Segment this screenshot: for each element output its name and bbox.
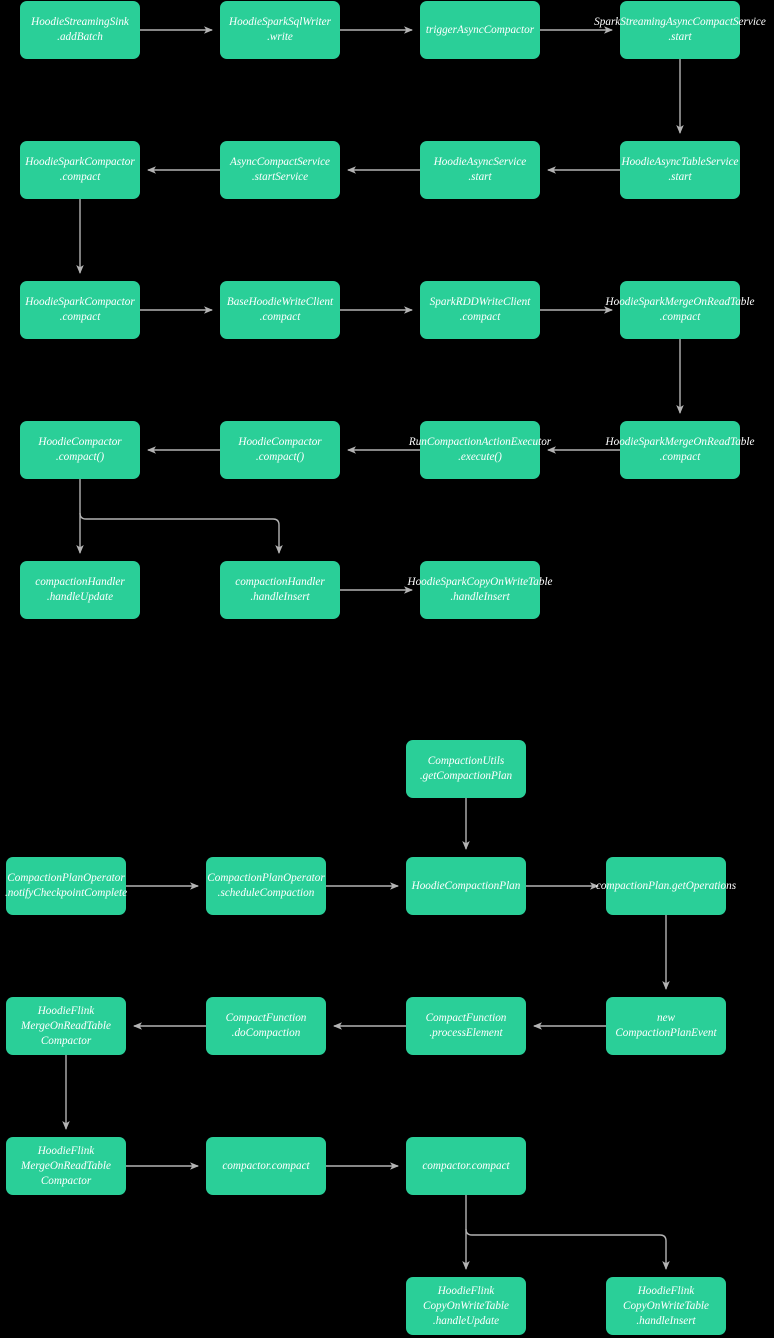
node-compactor-compact-a[interactable]: compactor.compact [206,1137,326,1195]
node-hoodie-async-table-service-start[interactable]: HoodieAsyncTableService .start [620,141,740,199]
node-label: compactor.compact [222,1159,310,1172]
node-hoodie-compactor-compact-a[interactable]: HoodieCompactor .compact() [20,421,140,479]
node-label: triggerAsyncCompactor [425,23,535,36]
node-label: BaseHoodieWriteClient .compact [226,296,334,323]
node-label: HoodieSparkSqlWriter .write [229,16,331,43]
node-hoodie-spark-copy-on-write-table-handle-insert[interactable]: HoodieSparkCopyOnWriteTable .handleInser… [408,561,553,619]
node-label: SparkRDDWriteClient .compact [429,296,531,323]
node-label: HoodieStreamingSink .addBatch [31,16,129,43]
node-hoodie-spark-compactor-compact-a[interactable]: HoodieSparkCompactor .compact [20,141,140,199]
node-label: HoodieFlink MergeOnReadTable Compactor [21,1004,111,1047]
node-label: compactionHandler .handleInsert [235,576,325,603]
node-label: HoodieSparkCompactor .compact [25,296,135,323]
node-label: compactor.compact [422,1159,510,1172]
node-hoodie-spark-merge-on-read-table-compact-b[interactable]: HoodieSparkMergeOnReadTable .compact [606,421,754,479]
node-base-hoodie-write-client-compact[interactable]: BaseHoodieWriteClient .compact [220,281,340,339]
node-label: HoodieSparkMergeOnReadTable .compact [605,436,755,463]
node-compaction-utils-get-compaction-plan[interactable]: CompactionUtils .getCompactionPlan [406,740,526,798]
node-hoodie-spark-compactor-compact-b[interactable]: HoodieSparkCompactor .compact [20,281,140,339]
node-label: CompactFunction .doCompaction [225,1012,307,1039]
node-hoodie-streaming-sink-add-batch[interactable]: HoodieStreamingSink .addBatch [20,1,140,59]
node-label: HoodieCompactor .compact() [38,436,122,463]
node-label: HoodieCompactionPlan [411,879,521,892]
node-label: CompactionPlanOperator .scheduleCompacti… [207,872,325,899]
node-label: HoodieFlink CopyOnWriteTable .handleInse… [623,1284,709,1327]
node-compaction-plan-operator-notify-checkpoint-complete[interactable]: CompactionPlanOperator .notifyCheckpoint… [4,857,128,915]
node-label: HoodieAsyncTableService .start [621,156,739,183]
node-spark-streaming-async-compact-service-start[interactable]: SparkStreamingAsyncCompactService .start [594,1,766,59]
node-new-compaction-plan-event[interactable]: new CompactionPlanEvent [606,997,726,1055]
node-async-compact-service-start-service[interactable]: AsyncCompactService .startService [220,141,340,199]
node-label: HoodieCompactor .compact() [238,436,322,463]
node-hoodie-spark-merge-on-read-table-compact-a[interactable]: HoodieSparkMergeOnReadTable .compact [606,281,754,339]
node-label: AsyncCompactService .startService [229,156,331,183]
node-label: HoodieFlink MergeOnReadTable Compactor [21,1144,111,1187]
node-trigger-async-compactor[interactable]: triggerAsyncCompactor [420,1,540,59]
node-label: CompactionUtils .getCompactionPlan [419,755,513,782]
edge-n13-n18 [79,512,283,554]
node-spark-rdd-write-client-compact[interactable]: SparkRDDWriteClient .compact [420,281,540,339]
node-compactor-compact-b[interactable]: compactor.compact [406,1137,526,1195]
node-label: CompactFunction .processElement [425,1012,507,1039]
node-compaction-plan-get-operations[interactable]: compactionPlan.getOperations [596,857,736,915]
node-run-compaction-action-executor-execute[interactable]: RunCompactionActionExecutor .execute() [409,421,551,479]
node-compaction-handler-handle-insert[interactable]: compactionHandler .handleInsert [220,561,340,619]
node-compaction-plan-operator-schedule-compaction[interactable]: CompactionPlanOperator .scheduleCompacti… [206,857,326,915]
edge-n31-n33 [465,1228,670,1270]
node-compaction-handler-handle-update[interactable]: compactionHandler .handleUpdate [20,561,140,619]
node-hoodie-flink-copy-on-write-table-handle-update[interactable]: HoodieFlink CopyOnWriteTable .handleUpda… [406,1277,526,1335]
node-label: SparkStreamingAsyncCompactService .start [594,16,766,43]
node-compact-function-do-compaction[interactable]: CompactFunction .doCompaction [206,997,326,1055]
node-hoodie-flink-copy-on-write-table-handle-insert[interactable]: HoodieFlink CopyOnWriteTable .handleInse… [606,1277,726,1335]
node-label: HoodieSparkCopyOnWriteTable .handleInser… [407,576,553,603]
node-hoodie-async-service-start[interactable]: HoodieAsyncService .start [420,141,540,199]
node-label: HoodieSparkMergeOnReadTable .compact [605,296,755,323]
node-label: CompactionPlanOperator .notifyCheckpoint… [4,872,128,899]
node-compact-function-process-element[interactable]: CompactFunction .processElement [406,997,526,1055]
node-label: new CompactionPlanEvent [615,1012,717,1039]
node-hoodie-flink-merge-on-read-table-compactor-b[interactable]: HoodieFlink MergeOnReadTable Compactor [6,1137,126,1195]
node-label: compactionHandler .handleUpdate [35,576,125,603]
node-label: compactionPlan.getOperations [595,879,737,892]
node-label: HoodieFlink CopyOnWriteTable .handleUpda… [423,1284,509,1327]
node-hoodie-spark-sql-writer-write[interactable]: HoodieSparkSqlWriter .write [220,1,340,59]
node-hoodie-compaction-plan[interactable]: HoodieCompactionPlan [406,857,526,915]
node-label: HoodieAsyncService .start [433,156,527,183]
node-hoodie-compactor-compact-b[interactable]: HoodieCompactor .compact() [220,421,340,479]
node-label: HoodieSparkCompactor .compact [25,156,135,183]
node-hoodie-flink-merge-on-read-table-compactor-a[interactable]: HoodieFlink MergeOnReadTable Compactor [6,997,126,1055]
node-label: RunCompactionActionExecutor .execute() [408,436,552,463]
